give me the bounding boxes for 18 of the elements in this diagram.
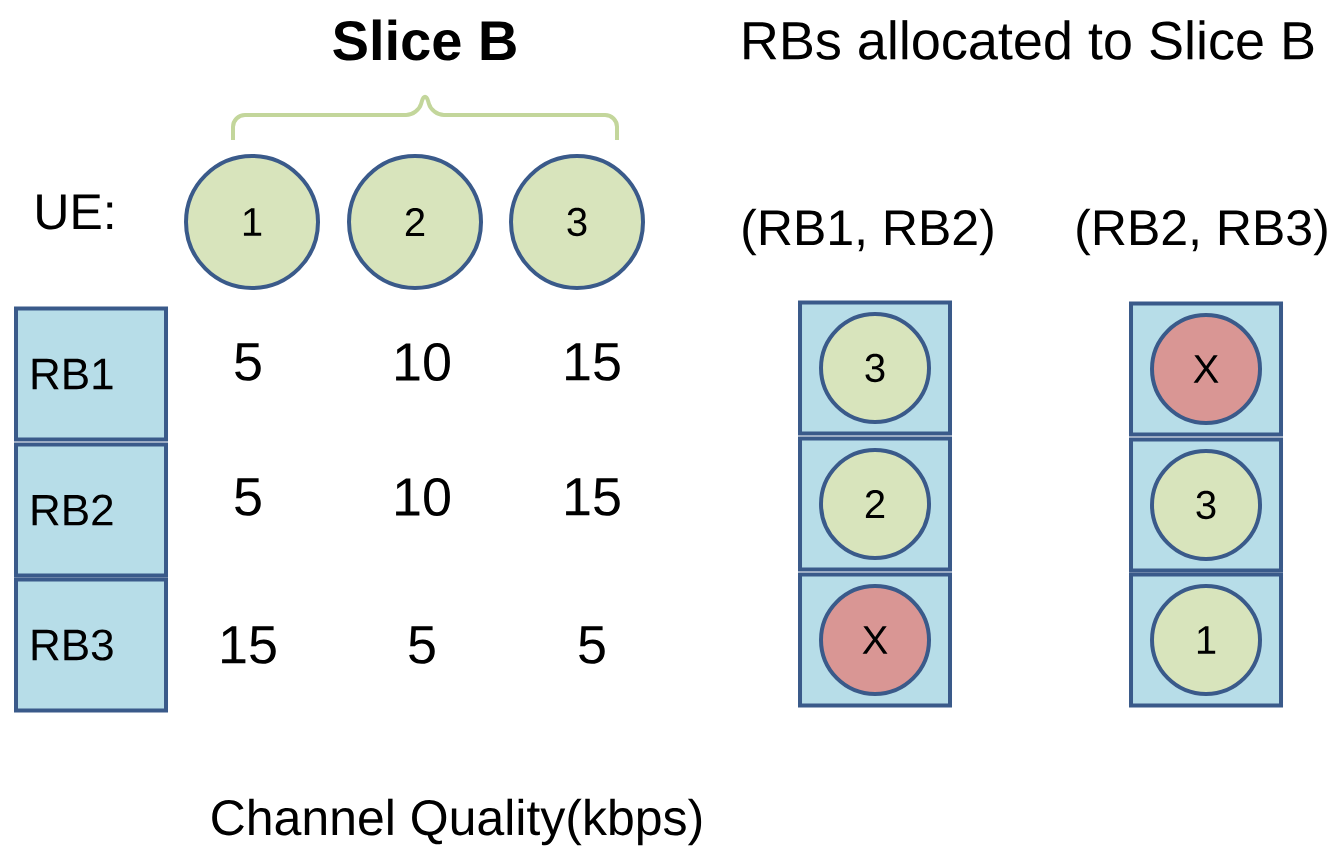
rb-pair-label: (RB2, RB3) xyxy=(1077,208,1327,256)
quality-value: 15 xyxy=(222,626,276,664)
rb-box: RB2 xyxy=(14,442,168,578)
quality-value: 5 xyxy=(235,478,261,516)
quality-value: 10 xyxy=(396,477,450,517)
allocation-heading: RBs allocated to Slice B xyxy=(744,20,1314,60)
quality-value: 5 xyxy=(579,626,605,664)
quality-value: 5 xyxy=(235,343,261,381)
quality-value: 15 xyxy=(566,343,620,381)
rb-pair-label: (RB1, RB2) xyxy=(743,208,993,256)
axis-caption: Channel Quality(kbps) xyxy=(212,798,702,846)
quality-value: 15 xyxy=(566,478,620,516)
rb-box: RB3 xyxy=(14,577,168,713)
quality-value: 10 xyxy=(396,342,450,382)
quality-value: 5 xyxy=(409,626,435,664)
row-label: UE: xyxy=(37,194,113,230)
slice-heading: Slice B xyxy=(333,19,516,61)
rb-box: RB1 xyxy=(14,306,168,442)
